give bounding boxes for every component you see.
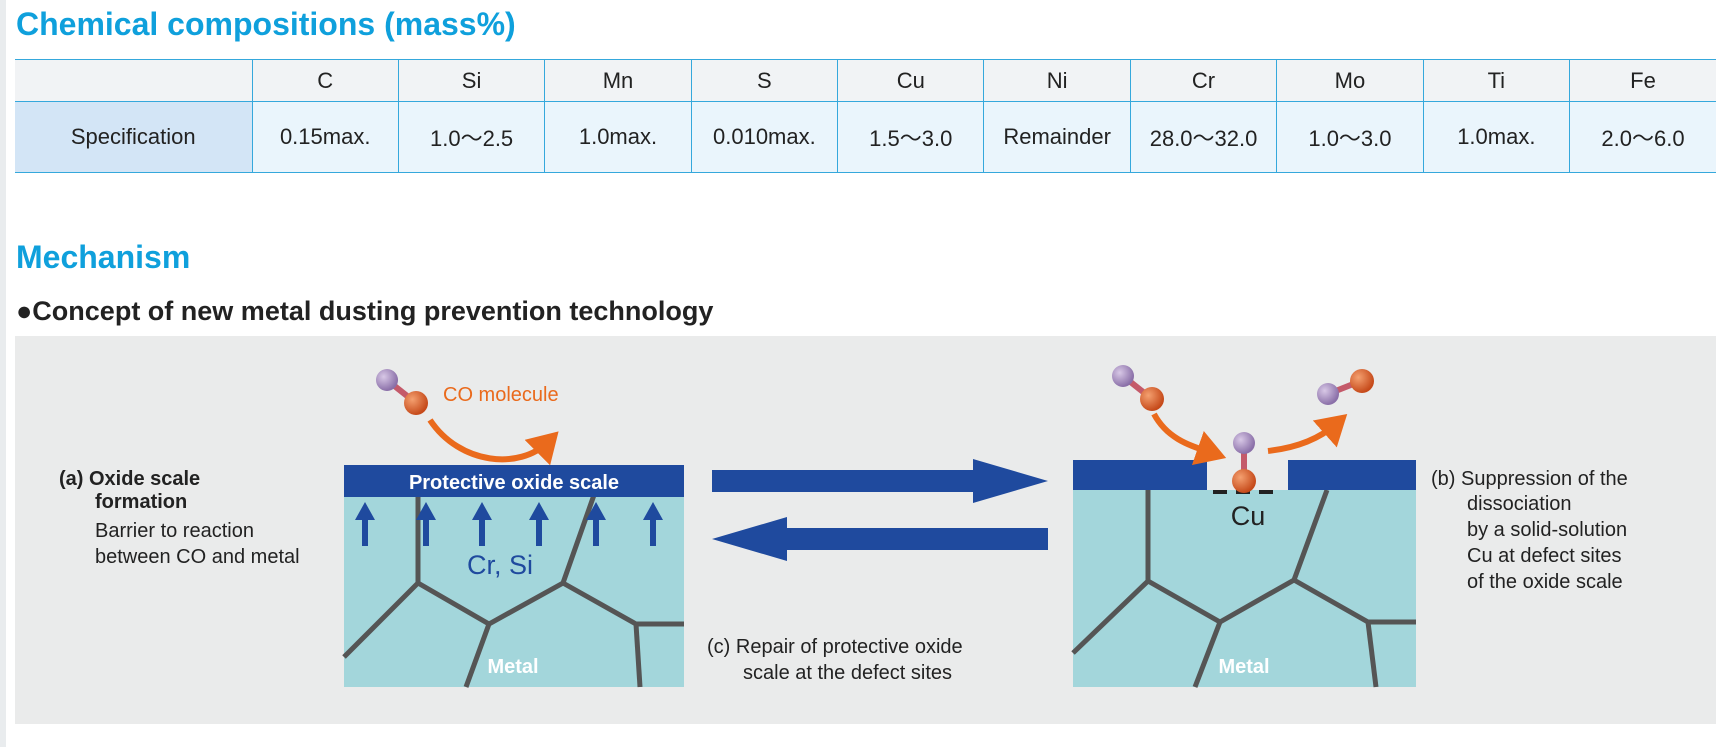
table-cell: 0.010max. — [690, 101, 839, 173]
column-header: Fe — [1569, 59, 1716, 102]
table-cell: 1.0〜2.5 — [397, 101, 546, 173]
table-cell: 1.5〜3.0 — [837, 101, 985, 173]
right-metal — [1073, 490, 1416, 687]
up-arrow-icon — [416, 502, 436, 546]
column-header: Mo — [1276, 59, 1424, 102]
co-molecule-incoming — [1112, 365, 1164, 411]
oxide-scale-right-segment — [1288, 460, 1416, 490]
table-cell: 1.0max. — [1422, 101, 1571, 173]
table-header-row: C Si Mn S Cu Ni Cr Mo Ti Fe — [15, 59, 1716, 102]
table-cell: 2.0〜6.0 — [1569, 101, 1716, 173]
column-header: Ti — [1422, 59, 1571, 102]
column-header: Cr — [1129, 59, 1278, 102]
oxygen-atom-icon — [1232, 469, 1256, 493]
label-c-line-1: (c) Repair of protective oxide — [707, 636, 963, 658]
column-header: Cu — [837, 59, 985, 102]
section-title-mechanism: Mechanism — [16, 239, 191, 275]
co-outgoing-arrow-icon — [1267, 414, 1348, 454]
left-metal-block: Protective oxide scale Cr, Si Metal — [342, 465, 684, 688]
up-arrow-icon — [643, 502, 663, 546]
right-metal-block: Cu Metal — [1071, 460, 1416, 688]
table-cell: 28.0〜32.0 — [1129, 101, 1278, 173]
section-title-compositions: Chemical compositions (mass%) — [16, 6, 516, 42]
co-molecule-adsorbed — [1232, 432, 1256, 493]
cu-label: Cu — [1231, 501, 1266, 531]
co-molecule-outgoing — [1317, 369, 1374, 405]
table-cell: Remainder — [983, 101, 1131, 173]
co-bounce-arrow-icon — [427, 418, 559, 466]
forward-arrow-icon — [712, 459, 1048, 503]
column-header: Ni — [983, 59, 1131, 102]
protective-oxide-scale-bar — [344, 465, 684, 497]
column-header: S — [690, 59, 839, 102]
co-incoming-arrow-icon — [1151, 412, 1227, 466]
left-edge-bar — [0, 0, 6, 747]
label-b-line-5: of the oxide scale — [1467, 571, 1623, 593]
label-b-line-4: Cu at defect sites — [1467, 545, 1622, 567]
up-arrow-icon — [472, 502, 492, 546]
concept-subtitle: ●Concept of new metal dusting prevention… — [16, 296, 714, 326]
oxygen-atom-icon — [404, 391, 428, 415]
label-b-line-3: by a solid-solution — [1467, 519, 1627, 541]
label-a-desc-1: Barrier to reaction — [95, 520, 254, 542]
backward-arrow-icon — [712, 517, 1048, 561]
column-header: Mn — [544, 59, 692, 102]
up-arrow-icon — [586, 502, 606, 546]
grain-boundaries — [1071, 489, 1416, 688]
upward-arrows — [355, 502, 663, 546]
up-arrow-icon — [529, 502, 549, 546]
label-c-line-2: scale at the defect sites — [743, 662, 952, 684]
carbon-atom-icon — [1317, 383, 1339, 405]
carbon-atom-icon — [1233, 432, 1255, 454]
table-cell: 1.0〜3.0 — [1276, 101, 1424, 173]
oxygen-atom-icon — [1140, 387, 1164, 411]
grain-boundaries — [342, 494, 684, 688]
label-a-title-1: (a) Oxide scale — [59, 468, 200, 490]
cr-si-label: Cr, Si — [467, 550, 533, 580]
composition-table: C Si Mn S Cu Ni Cr Mo Ti Fe Specificatio… — [15, 59, 1716, 173]
row-label: Specification — [15, 101, 253, 173]
column-header: C — [251, 59, 399, 102]
co-molecule-label: CO molecule — [443, 384, 559, 406]
oxide-scale-left-segment — [1073, 460, 1207, 490]
left-metal — [344, 495, 684, 687]
label-a-desc-2: between CO and metal — [95, 546, 300, 568]
left-metal-label: Metal — [487, 656, 538, 678]
table-cell: 0.15max. — [251, 101, 399, 173]
protective-oxide-scale-label: Protective oxide scale — [409, 472, 619, 494]
right-metal-label: Metal — [1218, 656, 1269, 678]
label-b-line-1: (b) Suppression of the — [1431, 468, 1628, 490]
table-cell: 1.0max. — [544, 101, 692, 173]
up-arrow-icon — [355, 502, 375, 546]
carbon-atom-icon — [376, 369, 398, 391]
table-row: Specification 0.15max. 1.0〜2.5 1.0max. 0… — [15, 101, 1716, 173]
oxygen-atom-icon — [1350, 369, 1374, 393]
label-b-line-2: dissociation — [1467, 493, 1572, 515]
carbon-atom-icon — [1112, 365, 1134, 387]
co-molecule-left — [376, 369, 428, 415]
table-corner — [15, 59, 253, 102]
label-a-title-2: formation — [95, 491, 187, 513]
